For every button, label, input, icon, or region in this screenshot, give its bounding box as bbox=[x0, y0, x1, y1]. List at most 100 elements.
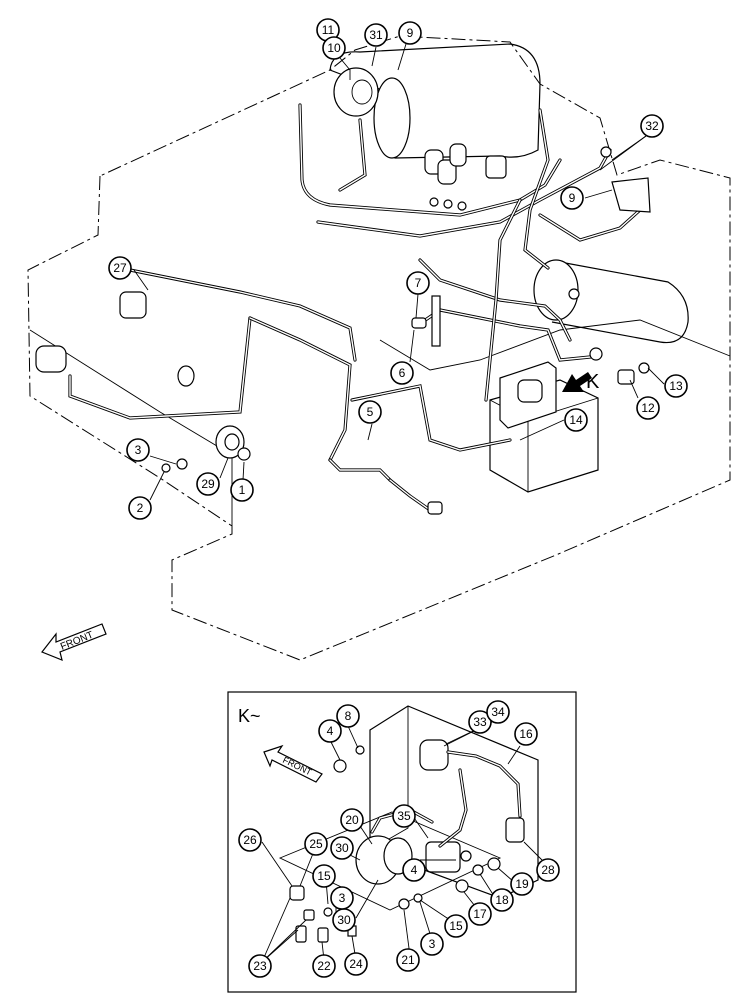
svg-text:14: 14 bbox=[569, 413, 583, 427]
front-arrow-detail: FRONT bbox=[263, 744, 323, 783]
front-arrow-main: FRONT bbox=[41, 623, 107, 661]
callout-1: 1 bbox=[230, 478, 254, 502]
svg-text:3: 3 bbox=[339, 891, 346, 905]
svg-text:29: 29 bbox=[201, 477, 215, 491]
callout-7: 7 bbox=[406, 271, 430, 295]
callout-18: 18 bbox=[490, 888, 514, 912]
callout-34: 34 bbox=[486, 700, 510, 724]
callout-15-left: 15 bbox=[312, 864, 336, 888]
svg-text:9: 9 bbox=[407, 26, 414, 40]
view-arrow-label: K bbox=[586, 371, 600, 393]
svg-text:8: 8 bbox=[345, 709, 352, 723]
svg-text:13: 13 bbox=[669, 379, 683, 393]
svg-text:3: 3 bbox=[429, 937, 436, 951]
callout-17: 17 bbox=[468, 902, 492, 926]
callout-35: 35 bbox=[392, 804, 416, 828]
callout-22: 22 bbox=[312, 954, 336, 978]
svg-text:21: 21 bbox=[401, 953, 415, 967]
callout-28: 28 bbox=[536, 858, 560, 882]
callout-3-main: 3 bbox=[126, 438, 150, 462]
frame-inner-edge-2 bbox=[379, 319, 731, 371]
callout-32: 32 bbox=[640, 114, 664, 138]
svg-text:20: 20 bbox=[345, 813, 359, 827]
svg-text:30: 30 bbox=[335, 841, 349, 855]
alternator bbox=[333, 67, 379, 117]
callout-15-right: 15 bbox=[444, 914, 468, 938]
callout-4-detail-top: 4 bbox=[318, 719, 342, 743]
callout-12: 12 bbox=[636, 396, 660, 420]
callout-9-right: 9 bbox=[560, 186, 584, 210]
svg-text:30: 30 bbox=[337, 913, 351, 927]
callout-21: 21 bbox=[396, 948, 420, 972]
detail-components bbox=[289, 739, 525, 943]
svg-text:4: 4 bbox=[411, 863, 418, 877]
svg-text:31: 31 bbox=[369, 28, 383, 42]
callout-27: 27 bbox=[108, 256, 132, 280]
callout-31: 31 bbox=[364, 23, 388, 47]
callout-29: 29 bbox=[196, 472, 220, 496]
svg-text:32: 32 bbox=[645, 119, 659, 133]
view-arrow-k: K bbox=[562, 371, 600, 393]
callout-2: 2 bbox=[128, 496, 152, 520]
battery-box bbox=[489, 361, 599, 493]
relay-cluster bbox=[424, 143, 507, 185]
alternator-hub bbox=[351, 79, 373, 105]
svg-text:7: 7 bbox=[415, 276, 422, 290]
svg-text:9: 9 bbox=[569, 191, 576, 205]
svg-text:35: 35 bbox=[397, 809, 411, 823]
svg-text:24: 24 bbox=[349, 957, 363, 971]
machine-frame-outline bbox=[27, 35, 731, 661]
callout-30-upper: 30 bbox=[330, 836, 354, 860]
svg-text:6: 6 bbox=[399, 366, 406, 380]
svg-text:12: 12 bbox=[641, 401, 655, 415]
callout-20: 20 bbox=[340, 808, 364, 832]
callout-26: 26 bbox=[238, 828, 262, 852]
callout-5: 5 bbox=[358, 400, 382, 424]
svg-text:34: 34 bbox=[491, 705, 505, 719]
callout-10: 10 bbox=[322, 36, 346, 60]
callout-11: 11 bbox=[316, 18, 340, 42]
svg-text:11: 11 bbox=[322, 23, 335, 37]
svg-text:1: 1 bbox=[239, 483, 246, 497]
svg-text:16: 16 bbox=[519, 727, 533, 741]
callout-4-detail-mid: 4 bbox=[402, 858, 426, 882]
fuel-tank-right bbox=[551, 261, 689, 344]
svg-text:4: 4 bbox=[327, 724, 334, 738]
callout-23: 23 bbox=[248, 954, 272, 978]
callout-33: 33 bbox=[468, 710, 492, 734]
callout-9-top: 9 bbox=[398, 21, 422, 45]
svg-text:26: 26 bbox=[243, 833, 257, 847]
svg-text:10: 10 bbox=[327, 41, 341, 55]
callout-14: 14 bbox=[564, 408, 588, 432]
callout-24: 24 bbox=[344, 952, 368, 976]
svg-text:25: 25 bbox=[309, 837, 323, 851]
svg-text:15: 15 bbox=[449, 919, 463, 933]
svg-text:15: 15 bbox=[317, 869, 331, 883]
callout-25: 25 bbox=[304, 832, 328, 856]
detail-title: K~ bbox=[238, 706, 261, 726]
svg-text:22: 22 bbox=[317, 959, 331, 973]
svg-text:3: 3 bbox=[135, 443, 142, 457]
svg-text:33: 33 bbox=[473, 715, 487, 729]
svg-text:28: 28 bbox=[541, 863, 555, 877]
svg-text:18: 18 bbox=[495, 893, 509, 907]
callout-16: 16 bbox=[514, 722, 538, 746]
connectors bbox=[35, 146, 651, 515]
svg-text:17: 17 bbox=[473, 907, 487, 921]
callout-19: 19 bbox=[510, 872, 534, 896]
svg-text:2: 2 bbox=[137, 501, 144, 515]
callout-30-lower: 30 bbox=[332, 908, 356, 932]
detail-view-k: K~ FRONT bbox=[227, 691, 577, 993]
callout-13: 13 bbox=[664, 374, 688, 398]
engine-end-cap bbox=[373, 77, 411, 159]
callout-3-detail-bottom: 3 bbox=[420, 932, 444, 956]
leader-lines bbox=[133, 43, 665, 501]
callout-6: 6 bbox=[390, 361, 414, 385]
detail-frame bbox=[227, 691, 577, 993]
svg-text:23: 23 bbox=[253, 959, 267, 973]
svg-text:19: 19 bbox=[515, 877, 529, 891]
main-view: K FRONT 11 10 31 9 32 9 27 7 6 5 14 13 1… bbox=[27, 18, 731, 661]
callout-8: 8 bbox=[336, 704, 360, 728]
svg-text:5: 5 bbox=[367, 405, 374, 419]
